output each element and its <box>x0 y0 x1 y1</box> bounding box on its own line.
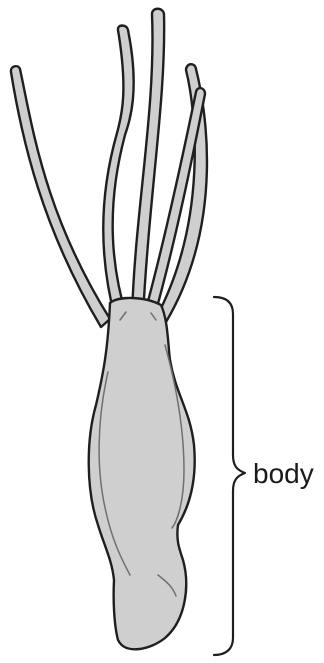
body-brace <box>214 297 245 655</box>
body-label: body <box>253 458 314 489</box>
tentacle-far-left <box>11 66 110 327</box>
tentacles <box>11 9 207 327</box>
hydra-body <box>89 298 195 649</box>
tentacle-left-inner <box>103 26 133 319</box>
